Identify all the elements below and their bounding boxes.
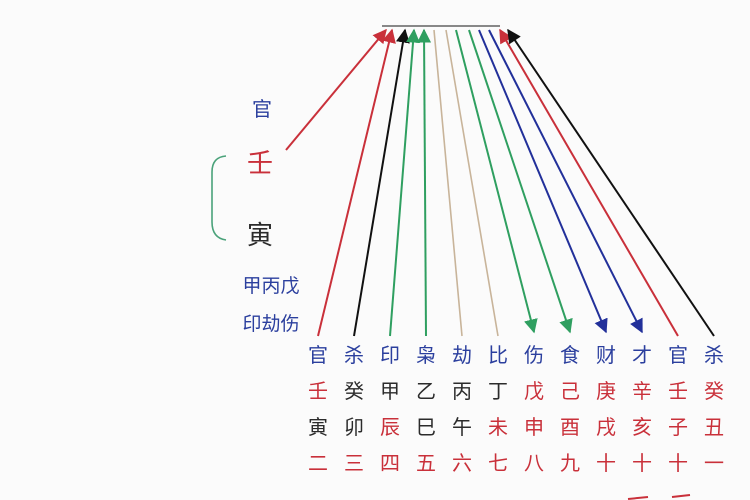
gods-cell-10: 才 <box>632 343 652 367</box>
numbers-cell-1: 二 <box>308 451 328 475</box>
branches-cell-10: 亥 <box>632 415 652 439</box>
gods-cell-1: 官 <box>308 343 328 367</box>
numbers-cell-8: 九 <box>560 451 580 475</box>
left-label-guan: 官 <box>252 97 272 121</box>
branches-cell-6: 未 <box>488 415 508 439</box>
connector-line-5 <box>433 29 463 337</box>
connector-line-12 <box>507 28 715 337</box>
branches-cell-4: 巳 <box>416 415 436 439</box>
numbers-cell-5: 六 <box>452 451 472 475</box>
connector-line-9 <box>478 29 608 334</box>
numbers-cell-4: 五 <box>416 451 436 475</box>
stems-cell-1: 壬 <box>308 379 328 403</box>
gods-cell-12: 杀 <box>704 343 724 367</box>
stems-cell-5: 丙 <box>452 379 472 403</box>
stems-cell-12: 癸 <box>704 379 724 403</box>
connector-line-2 <box>353 28 410 337</box>
stems-cell-7: 戊 <box>524 379 544 403</box>
ren-connector-arrow <box>285 28 387 151</box>
branches-cell-11: 子 <box>668 415 688 439</box>
left-label-ren: 壬 <box>247 149 273 179</box>
branches-cell-8: 酉 <box>560 415 580 439</box>
gods-cell-8: 食 <box>560 343 580 367</box>
left-label-stems: 甲丙戊 <box>242 275 299 297</box>
branches-cell-3: 辰 <box>380 415 400 439</box>
connector-lines <box>317 28 715 337</box>
stems-cell-6: 丁 <box>488 379 508 403</box>
stems-cell-2: 癸 <box>344 379 364 403</box>
branches-cell-12: 丑 <box>704 415 724 439</box>
cut-glyph-mark <box>627 496 649 500</box>
branches-cell-2: 卯 <box>344 415 364 439</box>
branches-cell-9: 戌 <box>596 415 616 439</box>
gods-cell-11: 官 <box>668 343 688 367</box>
gods-cell-9: 财 <box>596 343 616 367</box>
stems-cell-4: 乙 <box>416 379 436 403</box>
numbers-cell-9: 十 <box>596 451 616 475</box>
branches-cell-1: 寅 <box>308 415 328 439</box>
connector-line-1 <box>317 28 396 337</box>
stems-cell-3: 甲 <box>380 379 400 403</box>
branches-cell-5: 午 <box>452 415 472 439</box>
numbers-cell-10: 十 <box>632 451 652 475</box>
gods-cell-4: 枭 <box>416 343 436 367</box>
connector-line-10 <box>488 29 643 334</box>
gods-cell-5: 劫 <box>452 343 472 367</box>
numbers-cell-7: 八 <box>524 451 544 475</box>
gods-cell-6: 比 <box>488 343 508 367</box>
gods-cell-2: 杀 <box>344 343 364 367</box>
left-label-yin: 寅 <box>247 221 273 251</box>
stems-cell-10: 辛 <box>632 379 652 403</box>
connector-line-8 <box>468 29 573 334</box>
connector-line-6 <box>445 29 499 337</box>
branches-cell-7: 申 <box>524 415 544 439</box>
stems-cell-8: 己 <box>560 379 580 403</box>
stems-cell-9: 庚 <box>596 379 616 403</box>
cut-glyph-mark <box>671 494 691 498</box>
bottom-table: 官杀印枭劫比伤食财才官杀壬癸甲乙丙丁戊己庚辛壬癸寅卯辰巳午未申酉戌亥子丑二三四五… <box>308 343 724 475</box>
connector-line-3 <box>389 28 420 337</box>
numbers-cell-6: 七 <box>488 451 508 475</box>
numbers-cell-12: 一 <box>704 451 724 475</box>
numbers-cell-3: 四 <box>380 451 400 475</box>
numbers-cell-2: 三 <box>344 451 364 475</box>
numbers-cell-11: 十 <box>668 451 688 475</box>
brace-icon <box>211 155 227 241</box>
stems-cell-11: 壬 <box>668 379 688 403</box>
connector-line-4 <box>417 28 432 337</box>
gods-cell-3: 印 <box>380 343 400 367</box>
connector-line-11 <box>499 28 679 337</box>
left-label-gods: 印劫伤 <box>242 313 299 335</box>
gods-cell-7: 伤 <box>524 343 544 367</box>
connector-line-7 <box>455 29 538 334</box>
